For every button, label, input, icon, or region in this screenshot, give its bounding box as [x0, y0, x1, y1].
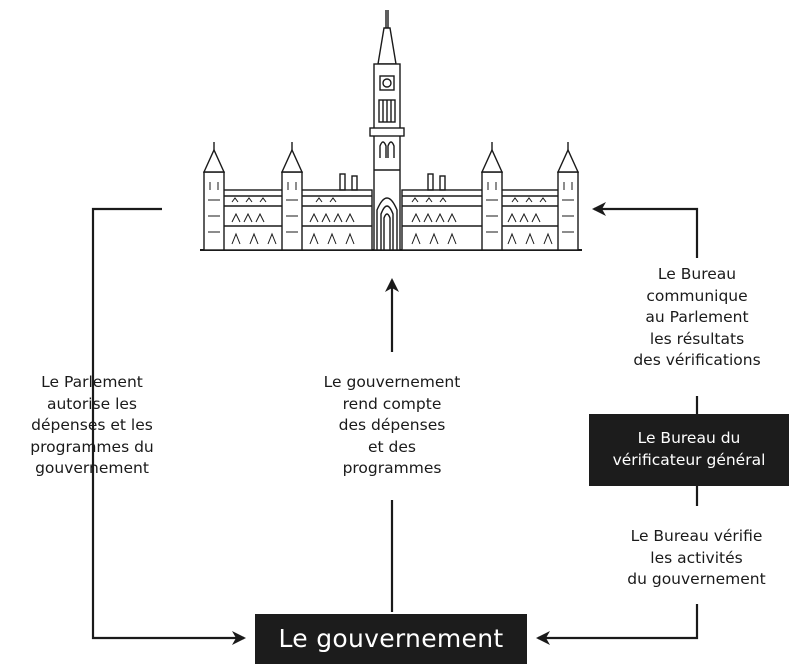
- edge-office-to-government: [536, 604, 699, 645]
- edge-office-to-parliament: [592, 202, 699, 258]
- government-box: Le gouvernement: [255, 614, 527, 664]
- label-office-reports: Le Bureau communique au Parlement les ré…: [633, 265, 761, 370]
- label-office-audits: Le Bureau vérifie les activités du gouve…: [627, 527, 766, 589]
- label-government-accounts: Le gouvernement rend compte des dépenses…: [323, 373, 461, 478]
- edge-parliament-to-government: [91, 207, 246, 645]
- auditor-general-office-box: Le Bureau du vérificateur général: [589, 414, 789, 486]
- parliament-building-icon: [200, 10, 582, 251]
- label-parliament-authorizes: Le Parlement autorise les dépenses et le…: [30, 373, 154, 478]
